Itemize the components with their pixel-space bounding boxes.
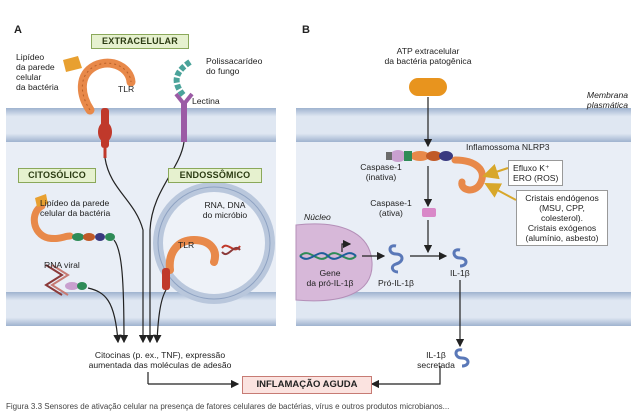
- cytosol-receptor: [30, 202, 74, 243]
- citosolico-label: CITOSÓLICO: [18, 168, 96, 183]
- rna-viral-icon: [44, 264, 64, 296]
- endossomico-label: ENDOSSÔMICO: [168, 168, 262, 183]
- extracelular-label: EXTRACELULAR: [91, 34, 189, 49]
- membrane-top-b: [296, 108, 631, 142]
- atp-label: ATP extracelular da bactéria patogênica: [384, 46, 472, 66]
- endo-tlr-receptor: [165, 235, 219, 274]
- il1b-label: IL-1β: [450, 268, 470, 278]
- polysaccharide-label: Polissacarídeo do fungo: [206, 56, 263, 76]
- il1b-icon: [452, 248, 468, 268]
- caspase-ativa-label: Caspase-1 (ativa): [370, 198, 412, 218]
- il1b-secreted-icon: [454, 348, 470, 368]
- membrane-top-a: [6, 108, 276, 142]
- pro-il1b-label: Pró-IL-1β: [378, 278, 414, 288]
- membrana-label: Membrana plasmática: [586, 90, 628, 110]
- figure-caption: Figura 3.3 Sensores de ativação celular …: [6, 402, 450, 411]
- panel-b-letter: B: [302, 24, 310, 36]
- inflamossoma-label: Inflamossoma NLRP3: [466, 142, 550, 152]
- nlrp3-receptor: [451, 156, 486, 194]
- cristais-box: Cristais endógenos (MSU, CPP, colesterol…: [516, 190, 608, 246]
- il1b-secretada-label: IL-1β secretada: [417, 350, 455, 370]
- polysaccharide-icon: [173, 59, 192, 98]
- pro-il1b-icon: [388, 244, 404, 274]
- rna-dna-label: RNA, DNA do micróbio: [202, 200, 248, 220]
- lipid-cytosol-label: Lipídeo da parede celular da bactéria: [40, 198, 111, 218]
- nucleus: [295, 223, 373, 302]
- rna-viral-label: RNA viral: [44, 260, 80, 270]
- tlr-endo-label: TLR: [178, 240, 195, 250]
- lipid-top-label: Lipídeo da parede celular da bactéria: [16, 52, 59, 92]
- inflamacao-aguda-box: INFLAMAÇÃO AGUDA: [242, 376, 372, 394]
- caspase-active-icon: [422, 208, 436, 217]
- citocinas-label: Citocinas (p. ex., TNF), expressão aumen…: [88, 350, 232, 370]
- gene-label: Gene da pró-IL-1β: [306, 268, 354, 288]
- caspase-inativa-label: Caspase-1 (inativa): [360, 162, 402, 182]
- atp-pill-icon: [409, 78, 447, 96]
- lipid-top-icon: [63, 56, 82, 72]
- nucleo-label: Núcleo: [304, 212, 331, 222]
- tlr-label: TLR: [118, 84, 135, 94]
- membrane-bottom-b: [296, 292, 631, 326]
- efluxo-box: Efluxo K⁺ ERO (ROS): [508, 160, 564, 186]
- panel-a-letter: A: [14, 24, 22, 36]
- lectin-label: Lectina: [192, 96, 220, 106]
